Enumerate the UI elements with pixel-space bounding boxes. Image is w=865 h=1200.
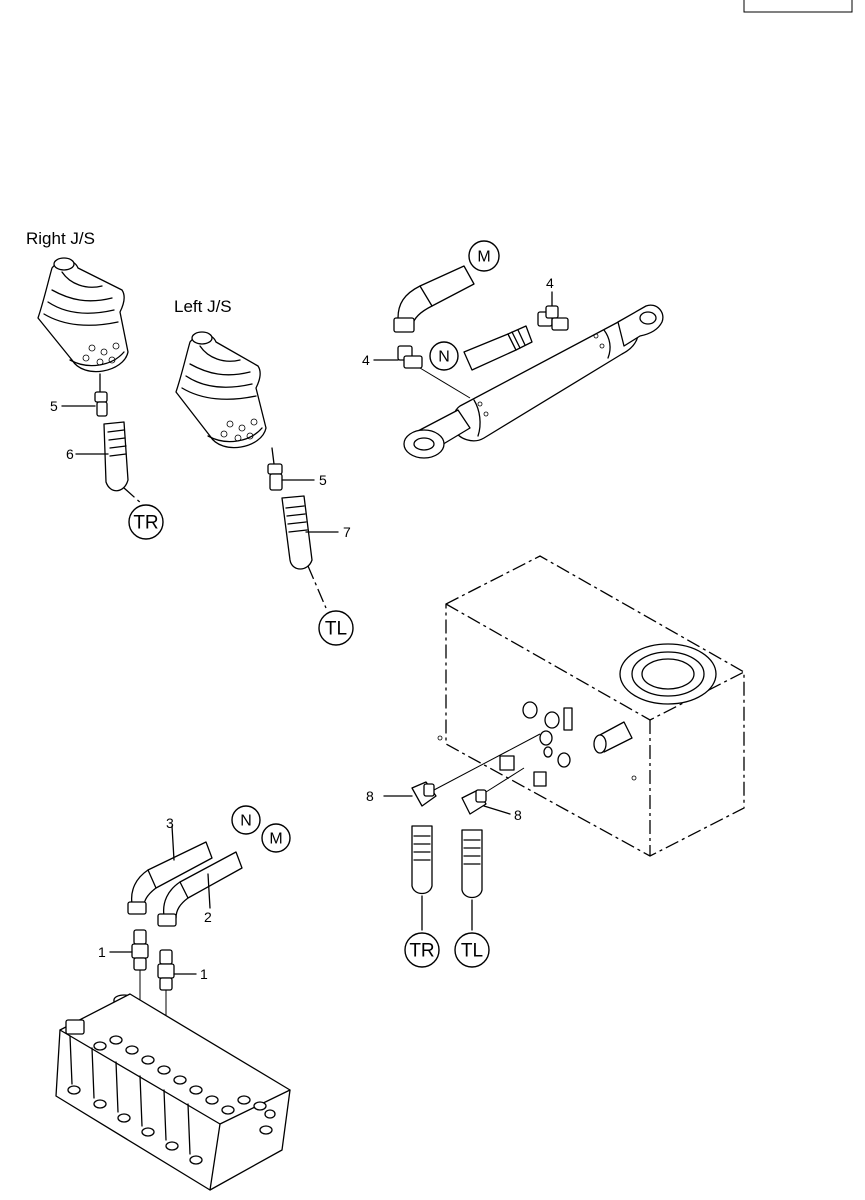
left-joystick: Left J/S 5 7 TL bbox=[174, 297, 354, 646]
svg-text:TR: TR bbox=[133, 513, 158, 534]
callout-5-left: 5 bbox=[319, 472, 327, 488]
callout-1-right: 1 bbox=[200, 966, 208, 982]
connector-n-cylinder: N bbox=[429, 341, 459, 371]
connector-m-valve: M bbox=[261, 823, 291, 853]
cylinder-assembly: M 4 N 4 bbox=[362, 240, 664, 459]
svg-text:M: M bbox=[269, 831, 282, 848]
connector-tr-tank: TR bbox=[404, 932, 440, 968]
connector-tr-right-js: TR bbox=[128, 504, 164, 540]
svg-text:TR: TR bbox=[409, 941, 434, 962]
callout-4-left: 4 bbox=[362, 352, 370, 368]
connector-n-valve: N bbox=[231, 805, 261, 835]
left-joystick-label: Left J/S bbox=[174, 297, 232, 316]
callout-8-left: 8 bbox=[366, 788, 374, 804]
right-joystick: Right J/S 5 6 TR bbox=[26, 229, 164, 540]
connector-tl-tank: TL bbox=[454, 932, 490, 968]
callout-2: 2 bbox=[204, 909, 212, 925]
connector-m-cylinder: M bbox=[468, 240, 500, 272]
svg-text:TL: TL bbox=[461, 941, 483, 962]
fitting-8-left: 8 bbox=[366, 781, 437, 807]
control-valve-assembly: 3 N 2 M 1 1 bbox=[55, 805, 291, 1191]
svg-text:TL: TL bbox=[325, 619, 347, 640]
svg-text:M: M bbox=[477, 249, 490, 266]
callout-5-right: 5 bbox=[50, 398, 58, 414]
hydraulic-tank: 8 8 TR TL bbox=[366, 555, 745, 968]
callout-7: 7 bbox=[343, 524, 351, 540]
svg-text:N: N bbox=[240, 813, 252, 830]
callout-3: 3 bbox=[166, 815, 174, 831]
callout-4-right: 4 bbox=[546, 275, 554, 291]
connector-tl-left-js: TL bbox=[318, 610, 354, 646]
right-joystick-label: Right J/S bbox=[26, 229, 95, 248]
callout-6: 6 bbox=[66, 446, 74, 462]
svg-text:N: N bbox=[438, 349, 450, 366]
fitting-8-right: 8 bbox=[461, 789, 522, 823]
callout-8-right: 8 bbox=[514, 807, 522, 823]
callout-1-left: 1 bbox=[98, 944, 106, 960]
page-number-box bbox=[743, 0, 853, 13]
